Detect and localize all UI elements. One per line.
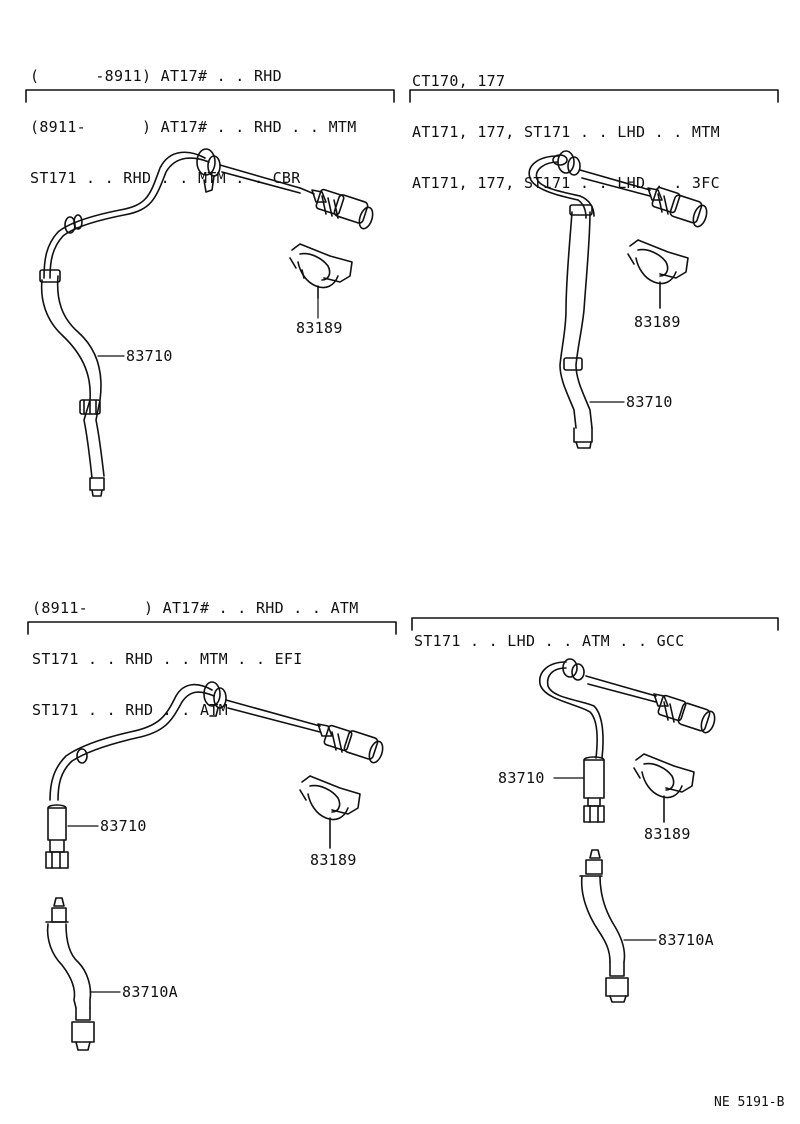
panel-1-cable-assembly [39, 148, 374, 497]
panel-1-bracket [25, 89, 395, 103]
panel-4-cable-assembly [539, 658, 716, 823]
panel-4-header: ST171 . . LHD . . ATM . . GCC [414, 599, 685, 667]
panel-3-sensor-connector [317, 723, 384, 764]
panel-4-bracket [411, 617, 779, 631]
panel-2-label-clamp: 83189 [634, 313, 681, 331]
panel-1-header: ( -8911) AT17# . . RHD (8911- ) AT17# . … [30, 34, 357, 204]
panel-4-label-clamp: 83189 [644, 825, 691, 843]
panel-2-header-line-2: AT171, 177, ST171 . . LHD . . MTM [412, 123, 720, 141]
panel-4-clamp [633, 753, 695, 823]
panel-3-cable-assembly [45, 681, 384, 869]
panel-4-lower-cable [579, 849, 629, 1003]
panel-2-sensor-connector [647, 186, 708, 228]
panel-2-header: CT170, 177 AT171, 177, ST171 . . LHD . .… [412, 39, 720, 209]
panel-3-header-line-2: ST171 . . RHD . . MTM . . EFI [32, 650, 303, 668]
panel-3-label-clamp: 83189 [310, 851, 357, 869]
panel-3-label-cable: 83710 [100, 817, 147, 835]
panel-2-header-line-1: CT170, 177 [412, 72, 506, 90]
panel-1-sensor-connector [311, 188, 374, 230]
panel-2-bracket [409, 89, 779, 103]
panel-2-cable-assembly [528, 150, 708, 449]
panel-4-label-lower: 83710A [658, 931, 714, 949]
panel-3-clamp [299, 775, 361, 849]
panel-3-header-line-1: (8911- ) AT17# . . RHD . . ATM [32, 599, 359, 617]
panel-2-clamp [627, 239, 689, 309]
figure-code: NE 5191-B [714, 1095, 785, 1110]
panel-1-header-line-1: ( -8911) AT17# . . RHD [30, 67, 282, 85]
panel-4-label-cable: 83710 [498, 769, 545, 787]
panel-2-header-line-3: AT171, 177, ST171 . . LHD . . 3FC [412, 174, 720, 192]
panel-3-label-lower: 83710A [122, 983, 178, 1001]
panel-3-bracket [27, 621, 397, 635]
panel-3-lower-cable [45, 897, 95, 1051]
panel-2-label-cable: 83710 [626, 393, 673, 411]
panel-4-header-line-1: ST171 . . LHD . . ATM . . GCC [414, 632, 685, 650]
panel-1-label-clamp: 83189 [296, 319, 343, 337]
panel-1-clamp [289, 243, 353, 299]
panel-1-label-cable: 83710 [126, 347, 173, 365]
panel-3-header: (8911- ) AT17# . . RHD . . ATM ST171 . .… [32, 566, 359, 736]
panel-1-header-line-2: (8911- ) AT17# . . RHD . . MTM [30, 118, 357, 136]
panel-4-sensor-connector [653, 693, 716, 734]
